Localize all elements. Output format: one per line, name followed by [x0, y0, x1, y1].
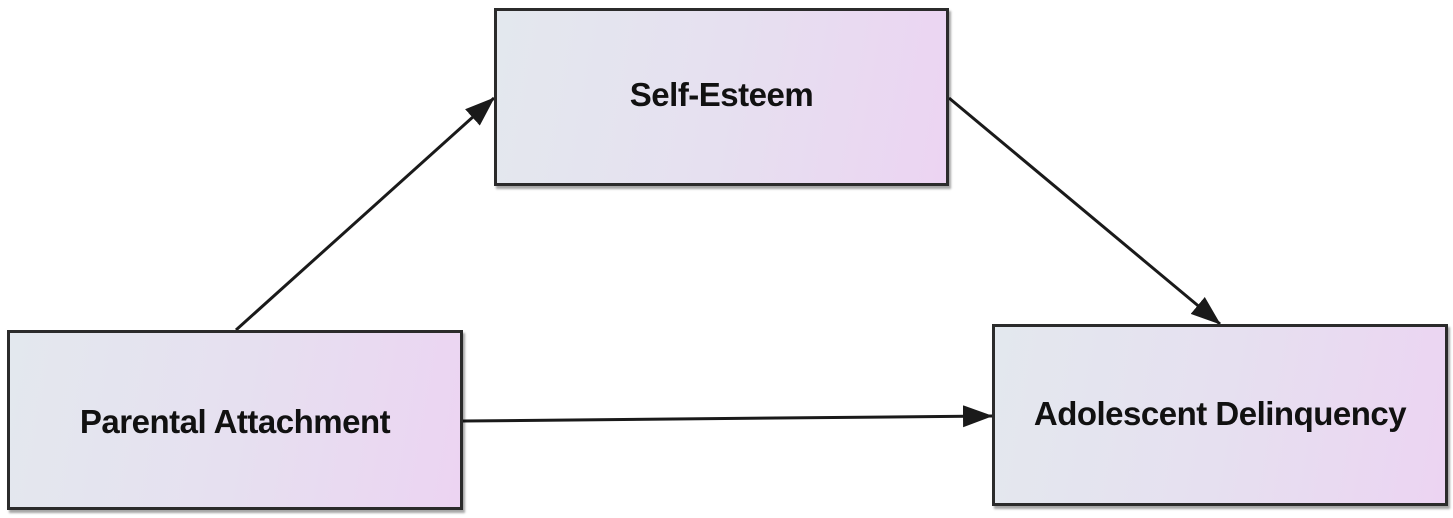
parental-attachment-box: Parental Attachment: [7, 330, 463, 510]
arrow-self-esteem-to-delinquency: [948, 96, 1221, 326]
parental-attachment-label: Parental Attachment: [79, 403, 391, 440]
arrow-parental-to-delinquency: [462, 405, 993, 428]
self-esteem-label: Self-Esteem: [629, 76, 814, 113]
adolescent-delinquency-box: Adolescent Delinquency: [992, 324, 1448, 506]
arrow-parental-to-self-esteem: [234, 96, 496, 332]
adolescent-delinquency-label: Adolescent Delinquency: [1033, 395, 1407, 432]
self-esteem-box: Self-Esteem: [494, 8, 949, 186]
